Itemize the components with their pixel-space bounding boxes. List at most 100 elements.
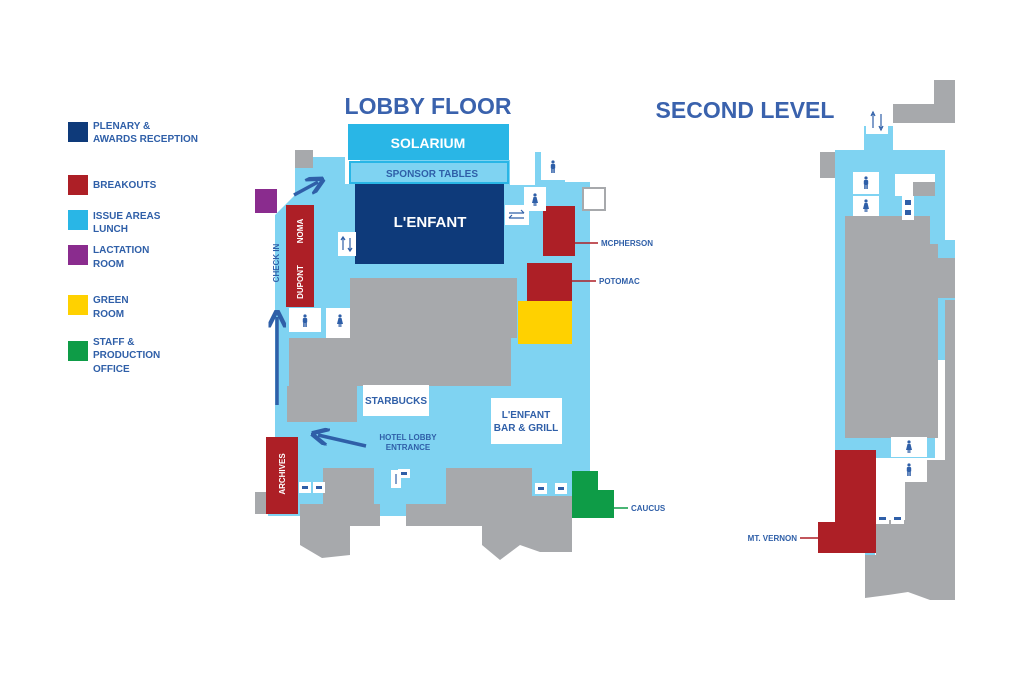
legend-item-green-room: GREEN ROOM bbox=[68, 295, 129, 320]
elevator-icon bbox=[398, 469, 410, 478]
legend-label: PRODUCTION bbox=[93, 350, 160, 361]
starbucks-room[interactable] bbox=[363, 385, 429, 416]
hotel-lobby-label: ENTRANCE bbox=[386, 443, 431, 452]
legend: PLENARY & AWARDS RECEPTION BREAKOUTS ISS… bbox=[68, 121, 198, 375]
mcpherson-room[interactable] bbox=[543, 206, 575, 256]
svg-text:AWARDS RECEPTION: AWARDS RECEPTION bbox=[93, 134, 198, 145]
sponsor-tables-label: SPONSOR TABLES bbox=[386, 169, 478, 180]
elevator-icon bbox=[299, 482, 325, 493]
direction-arrow bbox=[293, 182, 318, 197]
legend-label: ROOM bbox=[93, 259, 124, 270]
legend-label: STAFF & bbox=[93, 337, 134, 348]
legend-item-issue-areas: ISSUE AREAS LUNCH bbox=[68, 210, 161, 235]
dupont-label: DUPONT bbox=[296, 265, 305, 299]
gray-block bbox=[865, 300, 955, 600]
solarium-label: SOLARIUM bbox=[391, 135, 466, 151]
bar-grill-label: L'ENFANT bbox=[502, 410, 551, 421]
second-level-title: SECOND LEVEL bbox=[656, 97, 835, 123]
bar-grill-label: BAR & GRILL bbox=[494, 423, 558, 434]
gray-block bbox=[845, 216, 930, 438]
archives-label: ARCHIVES bbox=[278, 453, 287, 495]
bar-grill-room[interactable] bbox=[491, 398, 562, 444]
caucus-room[interactable] bbox=[572, 471, 614, 518]
mcpherson-label: MCPHERSON bbox=[601, 239, 653, 248]
svg-text:GREEN: GREEN bbox=[93, 295, 129, 306]
dupont-room[interactable] bbox=[286, 257, 314, 307]
svg-text:ROOM: ROOM bbox=[93, 259, 124, 270]
restroom-icon bbox=[326, 308, 350, 338]
legend-swatch-issue-areas bbox=[68, 210, 88, 230]
legend-swatch-green-room bbox=[68, 295, 88, 315]
mt-vernon-room[interactable] bbox=[818, 450, 876, 553]
escalator-icon bbox=[391, 470, 401, 488]
gray-block bbox=[350, 278, 517, 338]
svg-text:LUNCH: LUNCH bbox=[93, 224, 128, 235]
escalator-icon bbox=[866, 106, 888, 134]
solarium-room[interactable] bbox=[348, 124, 509, 160]
svg-text:OFFICE: OFFICE bbox=[93, 364, 130, 375]
legend-label: ROOM bbox=[93, 309, 124, 320]
legend-label: ISSUE AREAS bbox=[93, 211, 161, 222]
noma-room[interactable] bbox=[286, 205, 314, 257]
legend-item-lactation: LACTATION ROOM bbox=[68, 245, 149, 270]
archives-room[interactable] bbox=[266, 437, 298, 514]
legend-label: OFFICE bbox=[93, 364, 130, 375]
legend-label: GREEN bbox=[93, 295, 129, 306]
escalator-icon bbox=[505, 205, 529, 225]
restroom-icon bbox=[524, 187, 546, 211]
legend-item-breakouts: BREAKOUTS bbox=[68, 175, 157, 195]
second-level-plan: SECOND LEVEL MT. VERNON bbox=[656, 80, 955, 600]
svg-text:ROOM: ROOM bbox=[93, 309, 124, 320]
hotel-lobby-label: HOTEL LOBBY bbox=[379, 433, 437, 442]
green-room[interactable] bbox=[518, 301, 572, 344]
gray-block bbox=[938, 258, 955, 298]
legend-item-plenary: PLENARY & AWARDS RECEPTION bbox=[68, 121, 198, 145]
lactation-room[interactable] bbox=[255, 189, 277, 213]
lenfant-label: L'ENFANT bbox=[394, 214, 467, 231]
restroom-icon bbox=[853, 196, 879, 216]
potomac-label: POTOMAC bbox=[599, 277, 640, 286]
restroom-icon bbox=[289, 308, 321, 332]
restroom-icon bbox=[853, 172, 879, 194]
lobby-floor-title: LOBBY FLOOR bbox=[345, 93, 512, 119]
gray-block bbox=[893, 80, 955, 123]
gray-block bbox=[820, 152, 835, 178]
mt-vernon-label: MT. VERNON bbox=[748, 534, 798, 543]
lobby-floor-plan: LOBBY FLOOR SOLARIUM SPONSOR TABLES L'EN… bbox=[255, 93, 666, 560]
lenfant-room[interactable] bbox=[355, 184, 504, 264]
gray-block bbox=[300, 468, 380, 558]
legend-swatch-breakouts bbox=[68, 175, 88, 195]
legend-swatch-staff bbox=[68, 341, 88, 361]
legend-item-staff: STAFF & PRODUCTION OFFICE bbox=[68, 337, 160, 375]
gray-block bbox=[295, 150, 313, 168]
legend-label: PLENARY & bbox=[93, 121, 150, 132]
legend-swatch-lactation bbox=[68, 245, 88, 265]
svg-text:PLENARY &: PLENARY & bbox=[93, 121, 150, 132]
legend-label: BREAKOUTS bbox=[93, 180, 157, 191]
legend-swatch-plenary bbox=[68, 122, 88, 142]
restroom-icon bbox=[891, 458, 927, 482]
svg-text:ISSUE AREAS: ISSUE AREAS bbox=[93, 211, 161, 222]
elevator-icon bbox=[535, 483, 567, 494]
check-in-label: CHECK IN bbox=[272, 243, 281, 282]
restroom-icon bbox=[891, 437, 927, 457]
legend-label: LUNCH bbox=[93, 224, 128, 235]
sponsor-tables-area[interactable] bbox=[349, 161, 509, 184]
noma-label: NOMA bbox=[296, 219, 305, 244]
legend-label: LACTATION bbox=[93, 245, 149, 256]
potomac-room[interactable] bbox=[527, 263, 572, 301]
escalator-icon bbox=[338, 232, 356, 256]
gray-block bbox=[913, 182, 935, 196]
gray-block bbox=[582, 187, 606, 211]
starbucks-label: STARBUCKS bbox=[365, 396, 427, 407]
legend-label: AWARDS RECEPTION bbox=[93, 134, 198, 145]
elevator-icon bbox=[902, 196, 914, 220]
svg-text:LACTATION: LACTATION bbox=[93, 245, 149, 256]
gray-block bbox=[406, 468, 572, 560]
svg-text:PRODUCTION: PRODUCTION bbox=[93, 350, 160, 361]
gray-block bbox=[289, 338, 511, 386]
caucus-label: CAUCUS bbox=[631, 504, 666, 513]
restroom-icon bbox=[541, 152, 565, 180]
direction-arrow bbox=[318, 435, 367, 448]
